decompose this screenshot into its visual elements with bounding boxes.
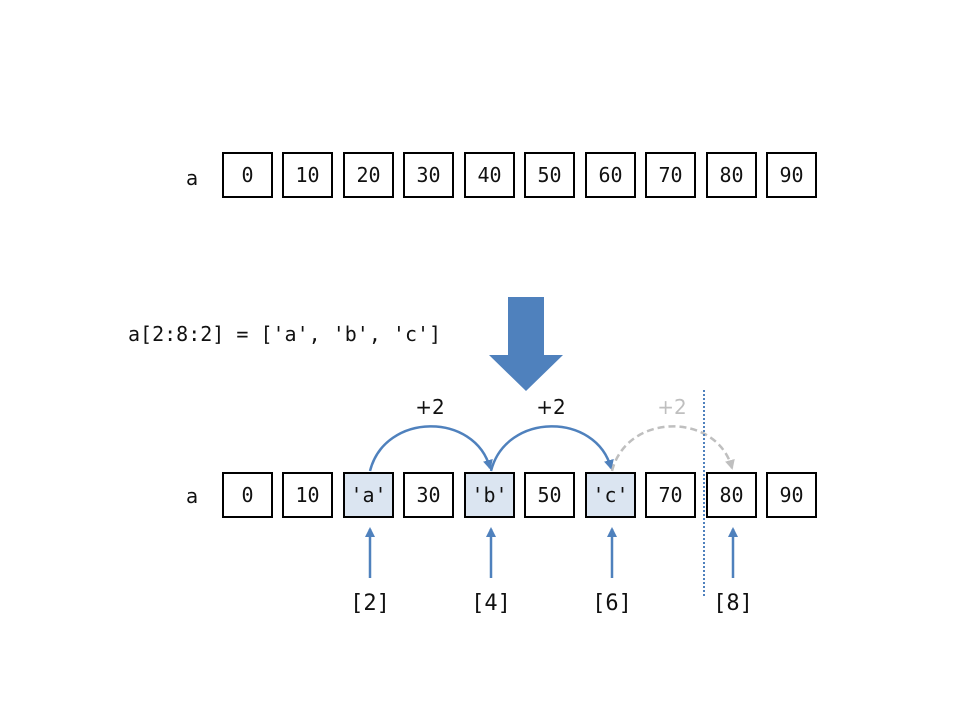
top-cell-7: 70 (645, 152, 696, 198)
top-cell-6: 60 (585, 152, 636, 198)
bottom-cell-4: 'b' (464, 472, 515, 518)
top-cell-5: 50 (524, 152, 575, 198)
top-cell-3: 30 (403, 152, 454, 198)
bottom-cell-1: 10 (282, 472, 333, 518)
top-cell-9: 90 (766, 152, 817, 198)
bottom-cell-8: 80 (706, 472, 757, 518)
transform-down-arrow (489, 297, 563, 391)
top-cell-0: 0 (222, 152, 273, 198)
top-cell-4: 40 (464, 152, 515, 198)
step-label-2: +2 (536, 395, 566, 419)
bottom-array-label: a (186, 484, 199, 508)
top-array-label: a (186, 166, 199, 190)
top-cell-2: 20 (343, 152, 394, 198)
index-label-8: [8] (713, 591, 753, 616)
bottom-cell-2: 'a' (343, 472, 394, 518)
jump-arc-2 (489, 425, 614, 472)
bottom-cell-3: 30 (403, 472, 454, 518)
top-cell-8: 80 (706, 152, 757, 198)
jump-arc-ghost (610, 425, 735, 472)
bottom-cell-5: 50 (524, 472, 575, 518)
step-label-ghost: +2 (657, 395, 687, 419)
index-label-2: [2] (350, 591, 390, 616)
bottom-cell-9: 90 (766, 472, 817, 518)
top-cell-1: 10 (282, 152, 333, 198)
bottom-cell-6: 'c' (585, 472, 636, 518)
bottom-cell-7: 70 (645, 472, 696, 518)
bottom-cell-0: 0 (222, 472, 273, 518)
index-label-6: [6] (592, 591, 632, 616)
index-label-4: [4] (471, 591, 511, 616)
slice-assignment-statement: a[2:8:2] = ['a', 'b', 'c'] (128, 322, 442, 346)
jump-arc-1 (368, 425, 493, 472)
step-label-1: +2 (415, 395, 445, 419)
